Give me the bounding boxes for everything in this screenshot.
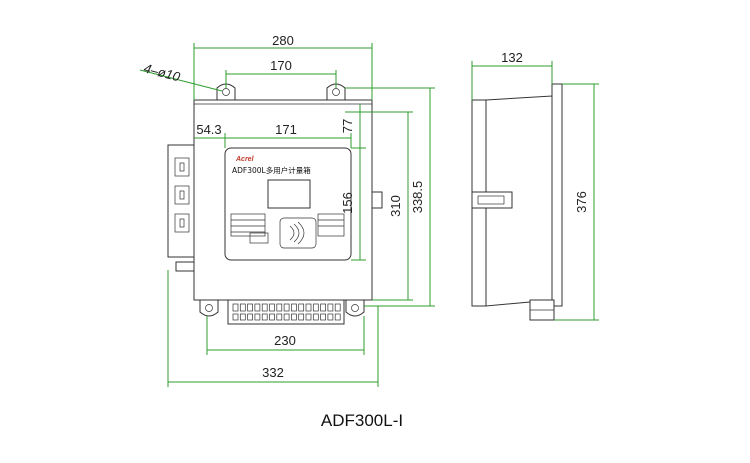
breaker-2-lever — [179, 190, 185, 200]
bottom-left-hole — [205, 304, 213, 312]
terminals-group — [232, 303, 341, 321]
terminal-clamp — [312, 313, 319, 321]
terminal-clamp — [239, 313, 246, 321]
bottom-right-hole — [351, 304, 359, 312]
terminal-clamp — [320, 313, 326, 321]
breaker-2 — [174, 185, 190, 205]
breaker-3-lever — [179, 218, 185, 228]
top-right-mounting-ear — [326, 83, 346, 101]
side-connector — [371, 191, 383, 209]
hole-leader — [139, 69, 223, 92]
terminal-screw — [247, 303, 253, 312]
brand-logo: Acrel — [235, 156, 255, 163]
front-view: Acrel ADF300L多用户计量箱 — [167, 83, 383, 325]
terminal-screw — [232, 303, 239, 312]
terminal-clamp — [334, 313, 341, 321]
side-front-cover — [551, 83, 563, 307]
side-dimensions: 132 376 — [471, 50, 599, 321]
terminal-screw — [305, 303, 312, 312]
terminal-screw — [276, 303, 283, 312]
terminal-screw — [283, 303, 290, 312]
terminal-screw — [254, 303, 261, 312]
card-reader-area — [279, 217, 317, 249]
terminal-strip — [227, 299, 345, 325]
bottom-right-mounting-ear — [345, 299, 365, 317]
terminal-clamp — [269, 313, 275, 321]
terminal-screw — [334, 303, 341, 312]
terminal-clamp — [298, 313, 305, 321]
keypad — [249, 232, 269, 244]
product-title: ADF300L多用户计量箱 — [232, 165, 311, 175]
breaker-panel — [167, 144, 195, 258]
dim-338-text: 338.5 — [410, 181, 425, 214]
front-dimensions: 280 170 4–ø10 54.3 171 77 156 310 — [139, 33, 435, 387]
breaker-1 — [174, 157, 190, 177]
diagram-caption: ADF300L-I — [321, 411, 403, 430]
spec-label-area — [230, 213, 266, 237]
top-right-hole — [332, 88, 340, 96]
terminal-clamp — [247, 313, 253, 321]
dim-280-text: 280 — [272, 33, 294, 48]
terminal-screw — [269, 303, 275, 312]
terminal-clamp — [232, 313, 239, 321]
terminal-clamp — [283, 313, 290, 321]
terminal-clamp — [261, 313, 268, 321]
dim-310-text: 310 — [388, 195, 403, 217]
dim-230-text: 230 — [274, 333, 296, 348]
breaker-3 — [174, 213, 190, 233]
top-left-mounting-ear — [216, 83, 236, 101]
terminal-clamp — [254, 313, 261, 321]
hole-callout: 4–ø10 — [142, 60, 182, 84]
dim-54-text: 54.3 — [196, 122, 221, 137]
terminal-clamp — [276, 313, 283, 321]
top-left-hole — [222, 88, 230, 96]
terminal-screw — [239, 303, 246, 312]
terminal-screw — [291, 303, 297, 312]
terminal-clamp — [327, 313, 334, 321]
terminal-screw — [327, 303, 334, 312]
terminal-clamp — [305, 313, 312, 321]
dim-132-text: 132 — [501, 50, 523, 65]
status-label-area — [317, 213, 345, 237]
breaker-1-lever — [179, 162, 185, 172]
terminal-screw — [298, 303, 305, 312]
terminal-screw — [261, 303, 268, 312]
terminal-clamp — [291, 313, 297, 321]
side-connector-inner — [477, 195, 505, 205]
dim-332-text: 332 — [262, 365, 284, 380]
terminal-screw — [320, 303, 326, 312]
dim-170-text: 170 — [270, 58, 292, 73]
dim-156-text: 156 — [340, 192, 355, 214]
bottom-left-mounting-ear — [199, 299, 219, 317]
dim-376-text: 376 — [574, 191, 589, 213]
terminal-screw — [312, 303, 319, 312]
lcd-window — [267, 179, 311, 209]
side-view — [471, 83, 563, 321]
dim-77-text: 77 — [340, 119, 355, 133]
cable-gland — [175, 261, 195, 272]
dim-171-text: 171 — [275, 122, 297, 137]
rfid-icon — [289, 221, 305, 245]
